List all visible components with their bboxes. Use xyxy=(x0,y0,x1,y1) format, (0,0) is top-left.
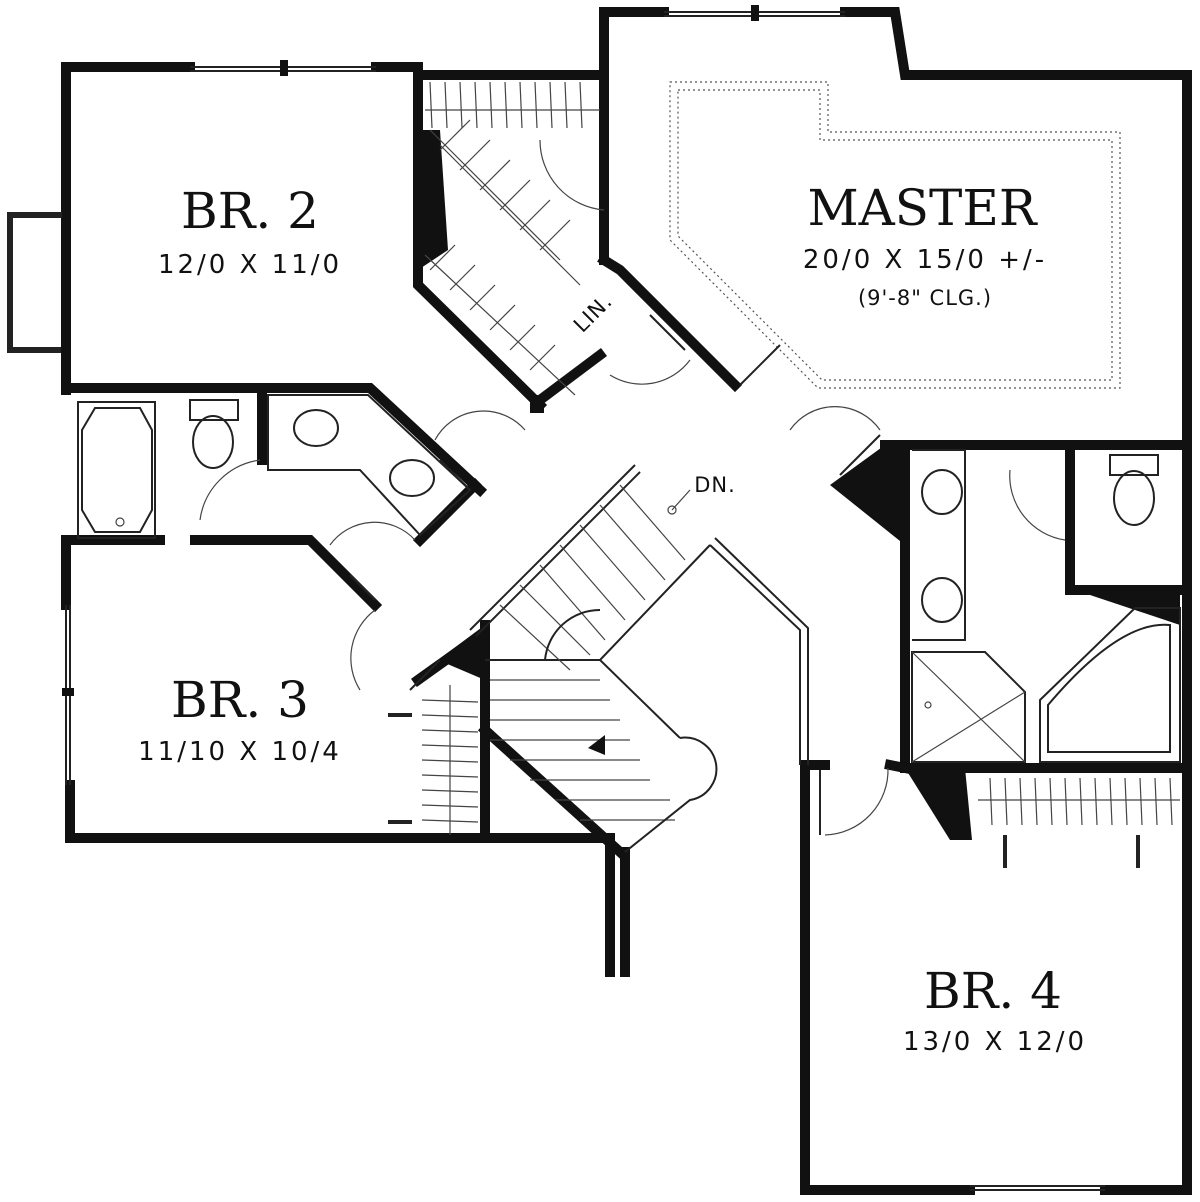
room-ceiling-master: (9'-8" CLG.) xyxy=(858,286,992,310)
closet-hangers xyxy=(388,81,1180,868)
exterior-walls xyxy=(7,7,1192,1195)
fixtures xyxy=(77,394,1181,763)
room-name-br2: BR. 2 xyxy=(181,182,319,240)
stair-down-label: DN. xyxy=(694,473,736,497)
tray-ceiling xyxy=(669,81,1121,389)
room-name-br3: BR. 3 xyxy=(171,671,309,729)
room-labels: BR. 2 12/0 X 11/0 MASTER 20/0 X 15/0 +/-… xyxy=(138,179,1087,1057)
room-dims-br2: 12/0 X 11/0 xyxy=(158,250,342,280)
staircase xyxy=(469,464,809,853)
room-name-br4: BR. 4 xyxy=(924,962,1062,1020)
room-dims-br3: 11/10 X 10/4 xyxy=(138,737,342,767)
room-dims-br4: 13/0 X 12/0 xyxy=(903,1027,1087,1057)
windows xyxy=(62,5,1105,1191)
room-dims-master: 20/0 X 15/0 +/- xyxy=(803,245,1047,275)
wall-wedges xyxy=(418,130,1180,840)
room-name-master: MASTER xyxy=(807,179,1037,237)
linen-label: LIN. xyxy=(569,289,617,337)
door-swings xyxy=(199,139,1066,836)
